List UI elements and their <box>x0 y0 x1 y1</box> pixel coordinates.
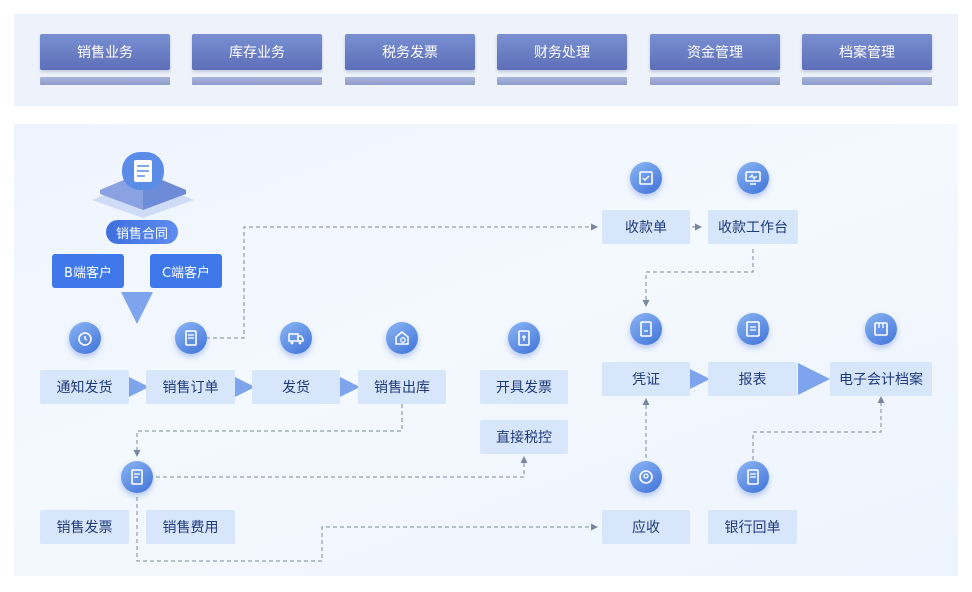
node-notify-ship[interactable]: 通知发货 <box>40 370 129 404</box>
sales-invoice-icon <box>121 461 153 493</box>
tab-base <box>40 77 170 85</box>
solid-arrows <box>117 292 830 403</box>
node-receipt[interactable]: 收款单 <box>602 210 690 244</box>
node-receivable[interactable]: 应收 <box>602 510 690 544</box>
node-sales-invoice[interactable]: 销售发票 <box>40 510 129 544</box>
tab-funds[interactable]: 资金管理 <box>650 34 780 70</box>
bank-document-icon <box>737 461 769 493</box>
voucher-icon <box>630 313 662 345</box>
tab-base <box>497 77 627 85</box>
top-tab-panel <box>14 14 958 106</box>
node-receipt-workbench[interactable]: 收款工作台 <box>708 210 798 244</box>
tab-sales[interactable]: 销售业务 <box>40 34 170 70</box>
node-report[interactable]: 报表 <box>708 362 797 396</box>
c-customer-box[interactable]: C端客户 <box>150 254 222 288</box>
document-icon <box>175 322 207 354</box>
tab-base <box>650 77 780 85</box>
check-document-icon <box>630 162 662 194</box>
node-ship[interactable]: 发货 <box>252 370 340 404</box>
truck-icon <box>280 322 312 354</box>
alarm-clock-icon <box>69 322 101 354</box>
tab-finance[interactable]: 财务处理 <box>497 34 627 70</box>
invoice-icon <box>508 322 540 354</box>
tab-tax-invoice[interactable]: 税务发票 <box>345 34 475 70</box>
node-voucher[interactable]: 凭证 <box>602 362 690 396</box>
contract-illustration <box>82 150 204 220</box>
node-issue-invoice[interactable]: 开具发票 <box>480 370 568 404</box>
node-e-archive[interactable]: 电子会计档案 <box>830 362 932 396</box>
dashed-connectors <box>133 223 885 562</box>
b-customer-box[interactable]: B端客户 <box>52 254 124 288</box>
node-bank-slip[interactable]: 银行回单 <box>708 510 797 544</box>
tab-base <box>802 77 932 85</box>
node-sales-order[interactable]: 销售订单 <box>146 370 235 404</box>
coin-icon <box>630 461 662 493</box>
tab-archive[interactable]: 档案管理 <box>802 34 932 70</box>
contract-icon <box>92 152 194 218</box>
node-direct-tax[interactable]: 直接税控 <box>480 420 568 454</box>
monitor-icon <box>737 162 769 194</box>
report-icon <box>737 313 769 345</box>
tab-base <box>345 77 475 85</box>
tab-inventory[interactable]: 库存业务 <box>192 34 322 70</box>
sales-contract-label[interactable]: 销售合同 <box>106 220 178 244</box>
archive-icon <box>865 313 897 345</box>
warehouse-icon <box>386 322 418 354</box>
node-sales-outbound[interactable]: 销售出库 <box>358 370 446 404</box>
node-sales-expense[interactable]: 销售费用 <box>146 510 235 544</box>
tab-base <box>192 77 322 85</box>
